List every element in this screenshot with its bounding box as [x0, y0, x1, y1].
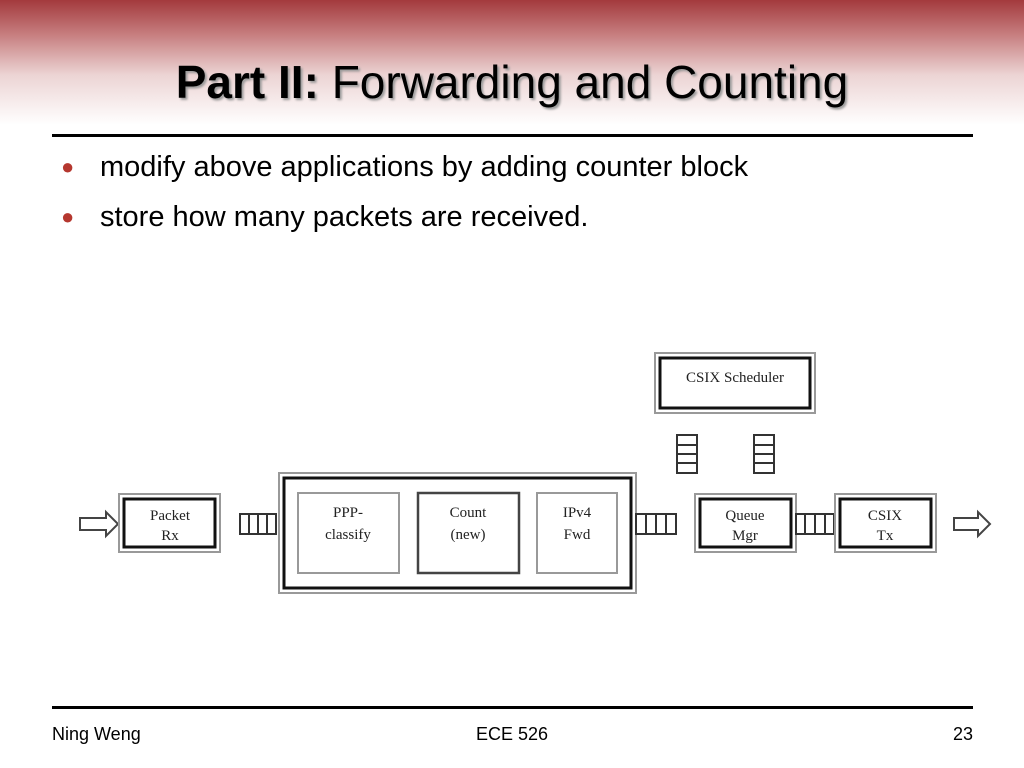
bullet-item: ● modify above applications by adding co… [58, 142, 748, 192]
ipv4-label-2: Fwd [564, 527, 591, 543]
ppp-label-2: classify [325, 527, 371, 543]
csix-tx-label-1: CSIX [868, 508, 902, 524]
pipeline-diagram: Packet Rx PPP- classify Count (new) IPv4… [79, 352, 992, 594]
title-text: Forwarding and Counting [331, 56, 849, 108]
count-label-1: Count [450, 505, 488, 521]
block-packet-rx: Packet Rx [118, 493, 221, 553]
count-label-2: (new) [451, 527, 486, 543]
block-csix-scheduler: CSIX Scheduler [654, 352, 816, 414]
bullet-dot-icon: ● [61, 154, 75, 179]
bullet-item: ● store how many packets are received. [58, 192, 748, 242]
output-arrow-icon [953, 509, 992, 539]
vertical-queue-icon [753, 434, 775, 474]
footer-course: ECE 526 [475, 724, 549, 744]
block-count-new: Count (new) [416, 491, 521, 575]
bullet-text: store how many packets are received. [100, 201, 589, 233]
packet-rx-label-1: Packet [150, 508, 191, 524]
title-gradient-band [0, 0, 1024, 130]
block-queue-mgr: Queue Mgr [694, 493, 797, 553]
bullet-dot-icon: ● [61, 204, 75, 229]
vertical-queue-icon [676, 434, 698, 474]
queue-icon [239, 513, 277, 535]
slide-title: Part II: Forwarding and Counting [0, 52, 1024, 112]
csix-scheduler-label: CSIX Scheduler [686, 370, 784, 386]
queue-mgr-label-2: Mgr [732, 528, 758, 544]
block-csix-tx: CSIX Tx [834, 493, 937, 553]
page-number: 23 [952, 724, 973, 744]
ppp-label-1: PPP- [333, 505, 363, 521]
footer-divider [52, 706, 973, 709]
bullet-text: modify above applications by adding coun… [100, 151, 749, 183]
packet-rx-label-2: Rx [161, 528, 179, 544]
input-arrow-icon [79, 509, 120, 539]
bullet-list: ● modify above applications by adding co… [58, 142, 748, 242]
queue-icon [795, 513, 835, 535]
queue-mgr-label-1: Queue [725, 508, 764, 524]
title-prefix: Part II: [175, 56, 319, 108]
queue-icon [635, 513, 677, 535]
footer-author: Ning Weng [52, 724, 141, 744]
csix-tx-label-2: Tx [877, 528, 894, 544]
block-ipv4-fwd: IPv4 Fwd [536, 492, 618, 574]
block-ppp-classify: PPP- classify [297, 492, 400, 574]
ipv4-label-1: IPv4 [563, 505, 592, 521]
title-divider [52, 134, 973, 137]
